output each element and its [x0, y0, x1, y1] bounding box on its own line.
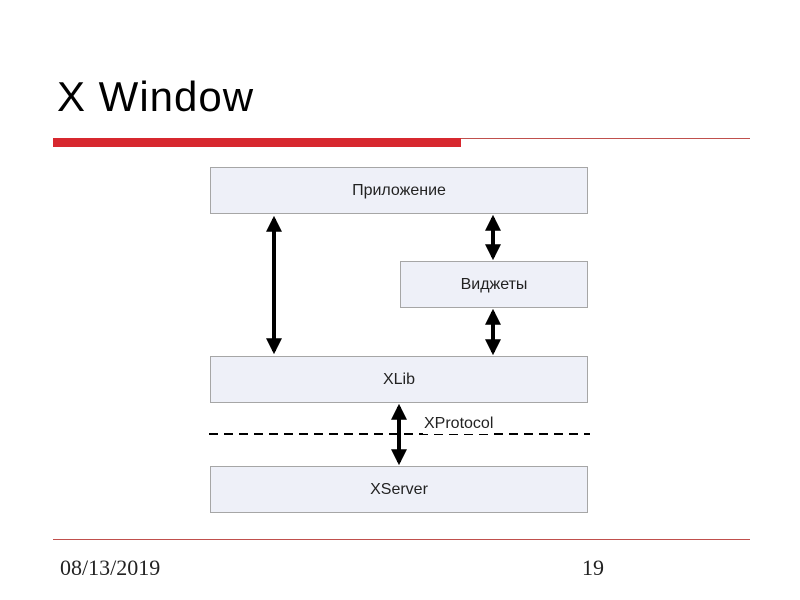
xserver-layer-box: XServer — [210, 466, 588, 513]
application-layer-label: Приложение — [352, 181, 446, 199]
footer-date: 08/13/2019 — [60, 555, 161, 580]
widgets-layer-box: Виджеты — [400, 261, 588, 308]
application-layer-box: Приложение — [210, 167, 588, 214]
page-number: 19 — [582, 555, 604, 580]
widgets-layer-label: Виджеты — [460, 275, 528, 293]
xlib-layer-label: XLib — [382, 370, 416, 388]
title-accent-bar — [53, 138, 461, 147]
protocol-label: XProtocol — [423, 414, 495, 434]
slide-title: X Window — [57, 73, 255, 120]
xlib-layer-box: XLib — [210, 356, 588, 403]
footer-divider-line — [53, 539, 750, 540]
xserver-layer-label: XServer — [370, 480, 428, 498]
